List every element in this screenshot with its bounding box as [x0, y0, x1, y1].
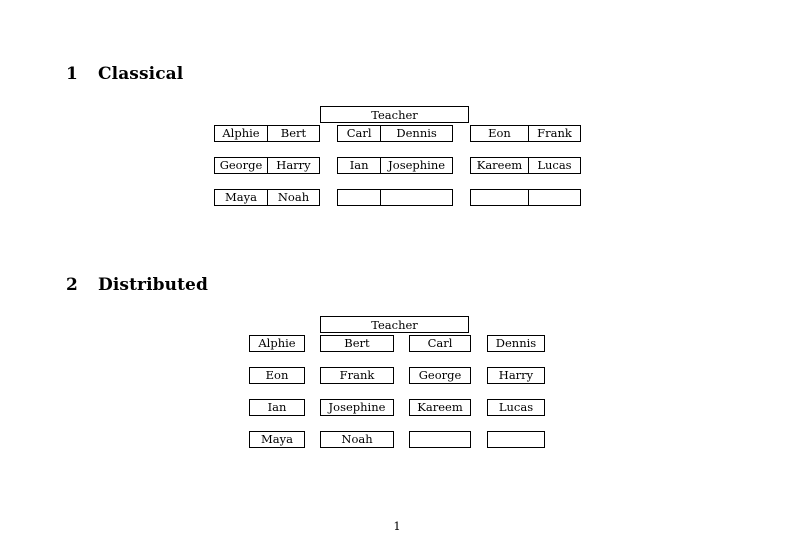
- classical-cell-empty: [527, 190, 580, 205]
- distributed-cell: Ian: [249, 399, 305, 416]
- classical-cell: Harry: [266, 158, 319, 173]
- classical-group-2-row-3: [337, 189, 453, 206]
- classical-group-1-row-2: George Harry: [214, 157, 320, 174]
- distributed-teacher-box: Teacher: [320, 316, 469, 333]
- section-heading-distributed: 2 Distributed: [66, 275, 208, 295]
- distributed-row-1: Alphie Bert Carl Dennis: [0, 335, 794, 367]
- classical-cell-empty: [338, 190, 380, 205]
- section-title: Distributed: [98, 275, 208, 295]
- distributed-row-2: Eon Frank George Harry: [0, 367, 794, 399]
- classical-cell-empty: [380, 190, 452, 205]
- classical-pair-row-1: Alphie Bert Carl Dennis Eon Frank: [0, 125, 794, 157]
- distributed-cell: Kareem: [409, 399, 471, 416]
- classical-cell: Lucas: [527, 158, 580, 173]
- classical-cell: Bert: [266, 126, 319, 141]
- classical-teacher-box: Teacher: [320, 106, 469, 123]
- distributed-cell: Harry: [487, 367, 545, 384]
- classical-group-1-row-1: Alphie Bert: [214, 125, 320, 142]
- section-number: 1: [66, 64, 78, 84]
- distributed-cell: Josephine: [320, 399, 394, 416]
- distributed-cell: Maya: [249, 431, 305, 448]
- section-title: Classical: [98, 64, 184, 84]
- classical-cell: Eon: [488, 126, 511, 140]
- classical-cell: Kareem: [476, 158, 523, 172]
- distributed-row-4: Maya Noah: [0, 431, 794, 463]
- distributed-cell-empty: [409, 431, 471, 448]
- section-heading-classical: 1 Classical: [66, 64, 183, 84]
- distributed-diagram: Teacher Alphie Bert Carl Dennis Eon Fran…: [0, 316, 794, 463]
- classical-cell: Ian: [349, 158, 369, 172]
- classical-cell: Noah: [266, 190, 319, 205]
- distributed-cell: Carl: [409, 335, 471, 352]
- distributed-cell: Frank: [320, 367, 394, 384]
- classical-cell: Dennis: [380, 126, 452, 141]
- distributed-cell: Bert: [320, 335, 394, 352]
- distributed-row-3: Ian Josephine Kareem Lucas: [0, 399, 794, 431]
- classical-cell: Carl: [346, 126, 372, 140]
- classical-group-3-row-3: [470, 189, 581, 206]
- classical-group-3-row-1: Eon Frank: [470, 125, 581, 142]
- page-number: 1: [393, 519, 401, 533]
- distributed-cell: Dennis: [487, 335, 545, 352]
- classical-group-3-row-2: Kareem Lucas: [470, 157, 581, 174]
- classical-cell: George: [219, 158, 263, 172]
- classical-group-2-row-2: Ian Josephine: [337, 157, 453, 174]
- classical-diagram: Teacher Alphie Bert Carl Dennis Eon Fran…: [0, 106, 794, 221]
- classical-cell: Maya: [225, 190, 257, 204]
- distributed-teacher-row: Teacher: [0, 316, 794, 335]
- distributed-cell: Alphie: [249, 335, 305, 352]
- distributed-cell: Noah: [320, 431, 394, 448]
- classical-cell: Josephine: [380, 158, 452, 173]
- classical-pair-row-2: George Harry Ian Josephine Kareem Lucas: [0, 157, 794, 189]
- classical-group-2-row-1: Carl Dennis: [337, 125, 453, 142]
- distributed-cell: Eon: [249, 367, 305, 384]
- section-number: 2: [66, 275, 78, 295]
- distributed-cell-empty: [487, 431, 545, 448]
- distributed-cell: Lucas: [487, 399, 545, 416]
- classical-group-1-row-3: Maya Noah: [214, 189, 320, 206]
- classical-teacher-row: Teacher: [0, 106, 794, 125]
- classical-cell: Frank: [527, 126, 580, 141]
- classical-cell: Alphie: [222, 126, 260, 140]
- classical-cell-empty: [471, 190, 528, 205]
- classical-pair-row-3: Maya Noah: [0, 189, 794, 221]
- distributed-cell: George: [409, 367, 471, 384]
